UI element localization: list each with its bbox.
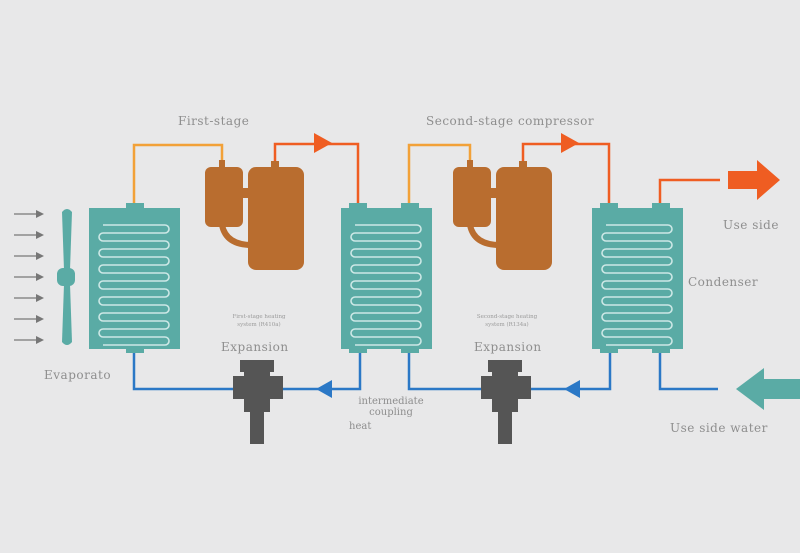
first-stage-compressor: [205, 160, 304, 270]
accumulator: [205, 167, 243, 227]
second-stage-compressor-label: Second-stage compressor: [426, 114, 595, 128]
condenser-label: Condenser: [688, 275, 759, 289]
evaporator-label: Evaporato: [44, 368, 112, 382]
compressor-body: [496, 167, 552, 270]
liquid-flow-arrows: [316, 380, 580, 398]
air-arrow-icon: [14, 273, 44, 281]
flow-direction-arrows: [314, 133, 579, 153]
accumulator: [453, 167, 491, 227]
water-in-arrow-icon: [736, 368, 800, 410]
evaporator: [89, 203, 180, 353]
first-heating-system-line-1: First-stage heating: [232, 314, 286, 320]
use-side-water-label: Use side water: [670, 421, 768, 435]
use-side-label: Use side: [723, 218, 779, 232]
intermediate-coupling-line-1: intermediate: [358, 396, 424, 407]
air-arrow-icon: [14, 252, 44, 260]
flow-arrow-icon: [561, 133, 579, 153]
intermediate-heat-exchanger: [341, 203, 432, 353]
second-stage-compressor: [453, 160, 552, 270]
first-stage-suction-line: [132, 143, 224, 203]
intermediate-coupling-line-2: coupling: [369, 407, 413, 418]
expansion-label-1: Expansion: [221, 340, 289, 354]
hot-water-out-line: [658, 178, 720, 203]
second-expansion-valve: [481, 360, 531, 444]
suction-lines: [132, 143, 472, 203]
compressor-body: [248, 167, 304, 270]
air-arrow-icon: [14, 231, 44, 239]
second-stage-suction-line: [407, 143, 472, 203]
fan-icon: [57, 209, 75, 345]
heat-label: heat: [349, 421, 372, 432]
air-arrow-icon: [14, 294, 44, 302]
intermediate-coupling-label: intermediate coupling: [356, 396, 426, 418]
first-stage-label: First-stage: [178, 114, 250, 128]
second-heating-system-line-1: Second-stage heating: [476, 314, 538, 320]
flow-arrow-icon: [314, 133, 332, 153]
liquid-lines: [132, 353, 718, 391]
hot-water-out-arrow-icon: [728, 160, 780, 200]
air-arrow-icon: [14, 315, 44, 323]
first-heating-system-label: First-stage heating system (R410a): [214, 313, 304, 329]
air-intake-arrows: [14, 210, 44, 344]
second-heating-system-label: Second-stage heating system (R134a): [462, 313, 552, 329]
flow-arrow-icon: [564, 380, 580, 398]
air-arrow-icon: [14, 336, 44, 344]
first-expansion-valve: [233, 360, 283, 444]
air-arrow-icon: [14, 210, 44, 218]
condenser: [592, 203, 683, 353]
second-heating-system-line-2: system (R134a): [485, 322, 529, 328]
flow-arrow-icon: [316, 380, 332, 398]
expansion-label-2: Expansion: [474, 340, 542, 354]
first-heating-system-line-2: system (R410a): [237, 322, 281, 328]
water-in-line: [658, 353, 718, 391]
